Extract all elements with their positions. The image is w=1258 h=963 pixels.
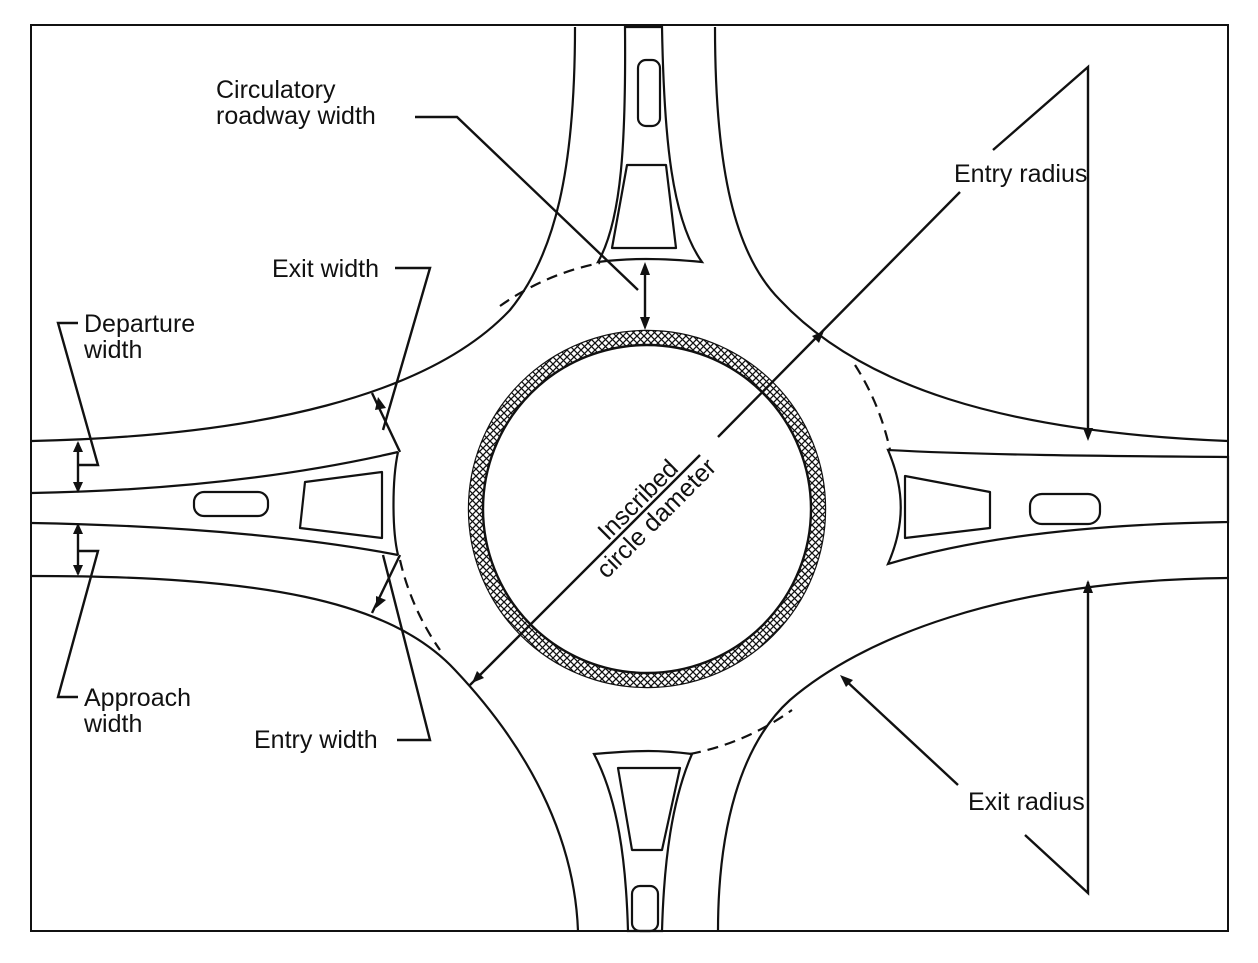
west-splitter-island: [192, 490, 270, 518]
label-entry-width: Entry width: [254, 726, 378, 754]
road-edges: [31, 26, 1229, 932]
label-circulatory-line1: Circulatory: [216, 76, 336, 104]
label-departure-line1: Departure: [84, 310, 195, 338]
label-circulatory-line2: roadway width: [216, 102, 376, 130]
dimension-lines: [56, 64, 1093, 896]
north-splitter-island: [595, 25, 705, 264]
label-approach-line2: width: [83, 710, 142, 738]
south-splitter-island: [592, 749, 694, 933]
east-splitter-island: [886, 448, 1230, 566]
label-exit-width: Exit width: [272, 255, 379, 283]
inscribed-circle-dashes: [398, 261, 892, 756]
splitter-islands: [192, 25, 1230, 933]
label-entry-radius: Entry radius: [954, 160, 1087, 188]
label-departure-line2: width: [83, 336, 142, 364]
label-approach-line1: Approach: [84, 684, 191, 712]
label-exit-radius: Exit radius: [968, 788, 1085, 816]
